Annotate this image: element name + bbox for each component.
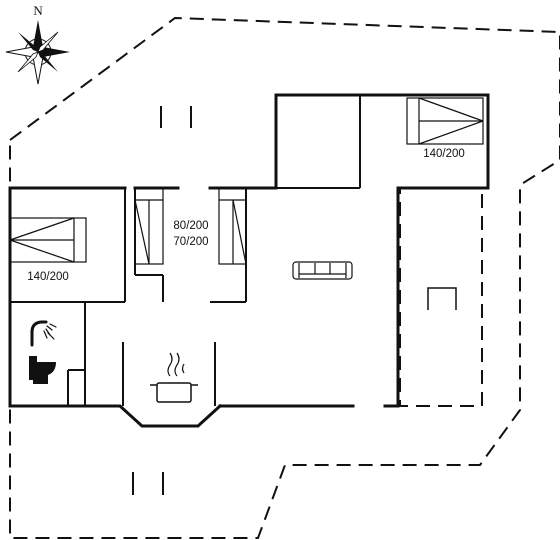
bed-size-label-top-right: 140/200 — [423, 148, 465, 160]
annex-dashed-outline — [399, 187, 483, 407]
single-bed-icon — [134, 187, 164, 265]
toilet-icon — [29, 356, 56, 384]
compass-north-label: N — [33, 3, 43, 18]
bed-size-label-center-1: 80/200 — [173, 220, 208, 232]
compass-rose-icon: N — [5, 3, 70, 85]
interior-walls — [10, 95, 361, 406]
bed-size-label-center-2: 70/200 — [173, 236, 208, 248]
cooking-pot-icon — [150, 352, 198, 403]
double-bed-icon — [406, 97, 484, 145]
shower-icon — [30, 320, 57, 347]
bed-size-label-left: 140/200 — [27, 271, 69, 283]
property-boundary — [9, 16, 560, 539]
windows — [132, 106, 192, 495]
sofa-icon — [292, 261, 353, 280]
single-bed-icon — [218, 187, 247, 265]
chair-icon — [427, 287, 457, 310]
exterior-walls — [8, 93, 490, 428]
double-bed-icon — [9, 217, 87, 263]
